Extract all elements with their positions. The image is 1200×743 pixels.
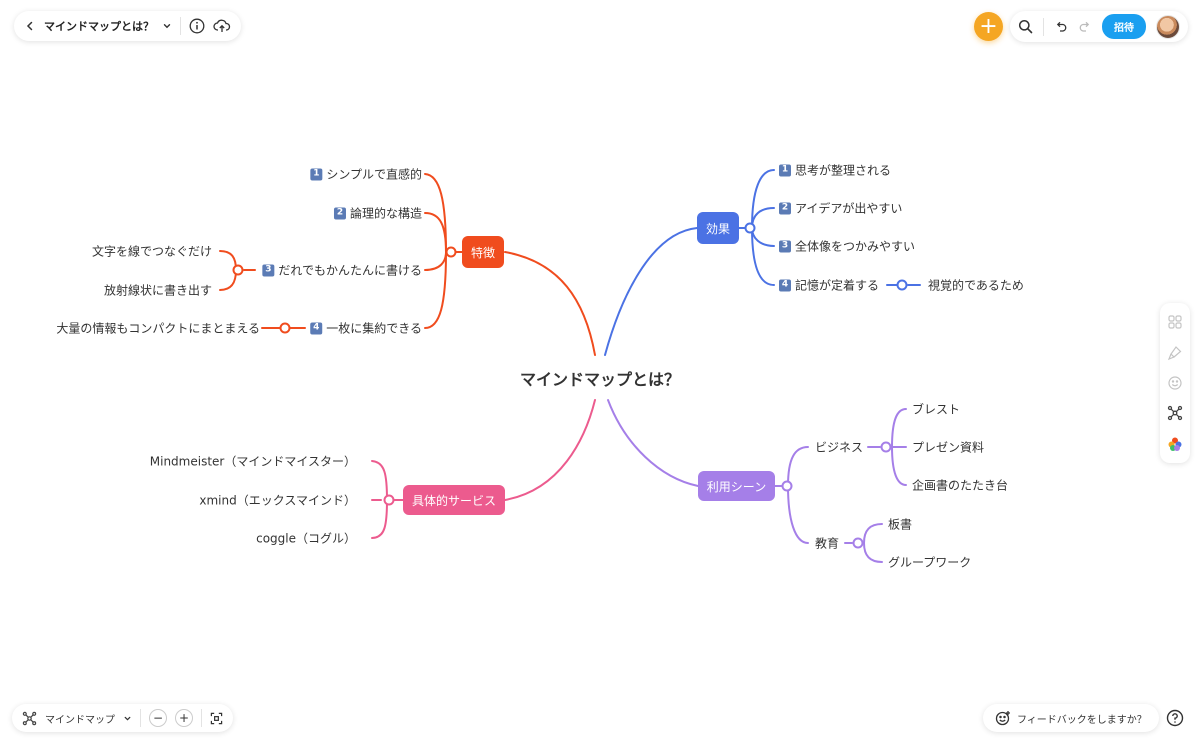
- document-toolbar: マインドマップとは？: [14, 11, 241, 41]
- scene-education-item-1[interactable]: 板書: [888, 517, 913, 532]
- emoji-icon[interactable]: [1167, 375, 1183, 391]
- invite-button[interactable]: 招待: [1102, 14, 1146, 39]
- effect-item-4[interactable]: 4 記憶が定着する: [779, 277, 879, 294]
- theme-brush-icon[interactable]: [1167, 345, 1183, 361]
- effect-item-label: 思考が整理される: [795, 163, 892, 178]
- service-item-1[interactable]: Mindmeister（マインドマイスター）: [149, 454, 356, 469]
- effect-item-2[interactable]: 2 アイデアが出やすい: [779, 200, 902, 217]
- feedback-button[interactable]: フィードバックをしますか？: [983, 704, 1159, 732]
- feedback-label: フィードバックをしますか？: [1017, 714, 1147, 726]
- central-topic[interactable]: マインドマップとは？: [519, 370, 680, 389]
- scene-business-item-3[interactable]: 企画書のたたき台: [912, 478, 1009, 493]
- feature-subitem-4a[interactable]: 大量の情報もコンパクトにまとまえる: [56, 321, 260, 336]
- fit-screen-icon[interactable]: [210, 712, 223, 725]
- feature-item-label: だれでもかんたんに書ける: [278, 263, 422, 278]
- service-item-3[interactable]: coggle（コグル）: [256, 531, 356, 546]
- effect-item-label: 全体像をつかみやすい: [795, 239, 916, 254]
- info-icon[interactable]: [189, 18, 205, 34]
- scene-education[interactable]: 教育: [815, 536, 840, 551]
- branch-scenes[interactable]: 利用シーン: [698, 471, 775, 501]
- chevron-down-icon[interactable]: [162, 21, 172, 31]
- chevron-down-icon[interactable]: [123, 714, 132, 723]
- scene-business[interactable]: ビジネス: [815, 440, 864, 455]
- scene-business-item-2[interactable]: プレゼン資料: [912, 440, 985, 455]
- feature-subitem-3a[interactable]: 文字を線でつなぐだけ: [91, 244, 212, 259]
- effect-item-label: アイデアが出やすい: [795, 201, 903, 216]
- undo-icon[interactable]: [1054, 20, 1068, 34]
- help-button[interactable]: [1164, 707, 1186, 729]
- help-icon: [1166, 709, 1184, 727]
- redo-icon[interactable]: [1078, 20, 1092, 34]
- zoom-out-button[interactable]: −: [149, 709, 167, 727]
- number-badge: 2: [333, 207, 346, 219]
- branch-features[interactable]: 特徴: [462, 236, 504, 268]
- divider: [180, 17, 181, 35]
- view-mode-select[interactable]: マインドマップ: [45, 714, 115, 726]
- document-title[interactable]: マインドマップとは？: [44, 20, 154, 33]
- number-badge: 1: [310, 168, 323, 180]
- branch-services[interactable]: 具体的サービス: [403, 485, 505, 515]
- plus-icon: +: [979, 13, 998, 39]
- view-toolbar: マインドマップ − +: [12, 704, 233, 732]
- feature-item-4[interactable]: 4 一枚に集約できる: [310, 320, 422, 337]
- mindmap-icon[interactable]: [22, 711, 37, 726]
- search-icon[interactable]: [1018, 19, 1033, 34]
- user-avatar[interactable]: [1156, 14, 1180, 39]
- structure-icon[interactable]: [1167, 405, 1183, 421]
- side-toolbar: [1160, 303, 1190, 463]
- main-toolbar: 招待: [1010, 11, 1188, 42]
- feature-item-3[interactable]: 3 だれでもかんたんに書ける: [262, 262, 422, 279]
- feature-item-label: 一枚に集約できる: [326, 321, 422, 336]
- service-item-2[interactable]: xmind（エックスマインド）: [199, 493, 356, 508]
- feature-item-1[interactable]: 1 シンプルで直感的: [310, 166, 422, 183]
- number-badge: 3: [779, 240, 791, 252]
- divider: [201, 709, 202, 727]
- effect-subitem-4a[interactable]: 視覚的であるため: [928, 278, 1024, 293]
- feedback-emoji-icon: [995, 710, 1011, 726]
- number-badge: 3: [262, 264, 275, 276]
- feature-item-label: シンプルで直感的: [326, 167, 422, 182]
- number-badge: 4: [310, 322, 323, 334]
- scene-business-item-1[interactable]: ブレスト: [912, 402, 961, 417]
- branch-effects[interactable]: 効果: [697, 212, 739, 244]
- effect-item-1[interactable]: 1 思考が整理される: [779, 162, 891, 179]
- zoom-in-button[interactable]: +: [175, 709, 193, 727]
- feature-subitem-3b[interactable]: 放射線状に書き出す: [103, 283, 212, 298]
- cloud-upload-icon[interactable]: [213, 18, 231, 34]
- number-badge: 2: [779, 202, 791, 214]
- number-badge: 1: [779, 164, 791, 176]
- chevron-left-icon[interactable]: [24, 20, 36, 32]
- feature-item-2[interactable]: 2 論理的な構造: [333, 205, 422, 222]
- layout-grid-icon[interactable]: [1167, 314, 1183, 330]
- effect-item-label: 記憶が定着する: [795, 278, 880, 293]
- divider: [1043, 17, 1044, 36]
- scene-education-item-2[interactable]: グループワーク: [888, 555, 972, 570]
- color-palette-icon[interactable]: [1167, 436, 1183, 452]
- effect-item-3[interactable]: 3 全体像をつかみやすい: [779, 238, 915, 255]
- number-badge: 4: [779, 279, 791, 291]
- feature-item-label: 論理的な構造: [349, 206, 422, 221]
- divider: [140, 709, 141, 727]
- add-button[interactable]: +: [974, 12, 1003, 41]
